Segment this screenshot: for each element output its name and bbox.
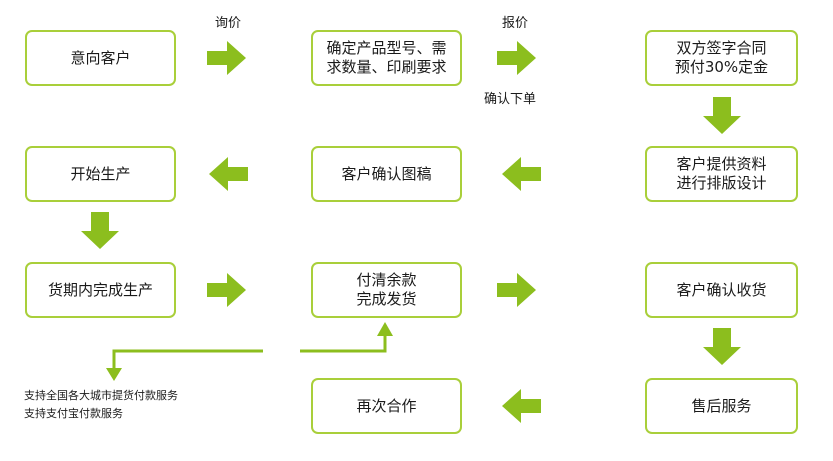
arrow-right-icon	[497, 41, 536, 75]
connector-to-notes	[112, 349, 263, 370]
edge-label-confirm-order: 确认下单	[484, 92, 537, 107]
step-confirm-product-specs: 确定产品型号、需求数量、印刷要求	[311, 30, 462, 86]
arrow-down-icon	[81, 212, 119, 249]
step-customer-confirm-draft: 客户确认图稿	[311, 146, 462, 202]
arrow-left-icon	[502, 389, 541, 423]
step-sign-contract-deposit: 双方签字合同预付30%定金	[645, 30, 798, 86]
arrow-right-icon	[497, 273, 536, 307]
arrow-right-icon	[207, 273, 246, 307]
step-confirm-receipt: 客户确认收货	[645, 262, 798, 318]
arrow-left-icon	[502, 157, 541, 191]
connector-to-shipping	[300, 334, 387, 353]
step-complete-production: 货期内完成生产	[25, 262, 176, 318]
note-alipay-payment: 支持支付宝付款服务	[24, 407, 123, 420]
step-cooperate-again: 再次合作	[311, 378, 462, 434]
edge-label-inquiry: 询价	[215, 16, 242, 31]
edge-label-quote: 报价	[502, 16, 529, 31]
step-pay-balance-ship: 付清余款完成发货	[311, 262, 462, 318]
step-customer-provide-materials: 客户提供资料进行排版设计	[645, 146, 798, 202]
step-after-sales-service: 售后服务	[645, 378, 798, 434]
arrow-left-icon	[209, 157, 248, 191]
step-intended-customer: 意向客户	[25, 30, 176, 86]
note-nationwide-pickup-payment: 支持全国各大城市提货付款服务	[24, 389, 178, 402]
step-start-production: 开始生产	[25, 146, 176, 202]
arrow-right-icon	[207, 41, 246, 75]
arrow-down-icon	[703, 97, 741, 134]
arrow-down-small-icon	[106, 368, 122, 381]
arrow-down-icon	[703, 328, 741, 365]
arrow-up-small-icon	[377, 322, 393, 336]
